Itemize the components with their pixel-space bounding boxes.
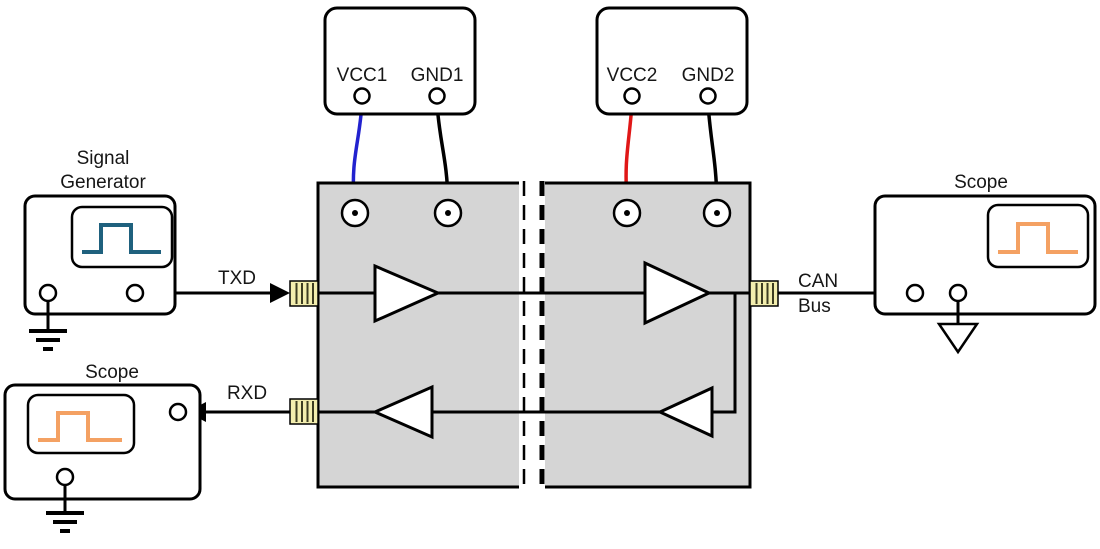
txd-net-label: TXD [218,268,256,289]
scope-right-gnd-terminal [948,283,968,303]
scope-right-ground-icon [936,301,980,355]
scope-right-label: Scope [954,172,1008,193]
rxd-connector [289,398,319,425]
can-bus-label-line2: Bus [798,296,831,317]
txd-buffer-left-icon [373,263,442,324]
txd-connector-stripes [295,283,314,304]
gnd2-terminal [699,87,717,105]
vcc2-terminal [623,87,641,105]
can-connector-stripes [755,283,774,304]
signal-generator-label-line1: Signal [77,148,130,169]
signal-generator-ground-icon [29,301,67,351]
vcc1-terminal [353,87,371,105]
signal-generator-output-terminal [125,283,145,303]
can-connector [749,280,779,307]
vcc2-label: VCC2 [607,65,658,86]
ground-triangle [936,322,980,355]
power-supply-1-box [323,6,477,116]
txd-arrowhead-icon [270,283,290,303]
scope-right-screen [986,203,1090,269]
scope-bottom-pulse-icon [38,411,122,442]
vcc1-jack [340,198,370,228]
signal-generator-screen [70,205,174,269]
gnd1-terminal [428,87,446,105]
signal-pulse-icon [82,223,161,254]
rxd-buffer-right-icon [656,385,714,439]
gnd2-jack-pin [714,210,720,216]
rxd-buffer-left-icon [371,384,434,440]
gnd1-label: GND1 [411,65,464,86]
scope-bottom: Scope [3,362,202,533]
scope-bottom-input-terminal [168,402,188,422]
gnd2-label: GND2 [682,65,735,86]
can-bus-label-line1: CAN [798,271,838,292]
dut-board [289,180,779,490]
can-driver-right-icon [643,260,713,326]
scope-bottom-label: Scope [85,362,139,383]
power-supply-2-box [595,6,749,116]
scope-bottom-screen [26,393,136,455]
signal-generator-gnd-terminal [38,283,58,303]
vcc2-jack [612,198,642,228]
rxd-connector-stripes [295,401,314,422]
scope-right-pulse-icon [998,222,1078,254]
rxd-net-label: RXD [227,383,267,404]
gnd2-jack [702,198,732,228]
power-supply-1: VCC1 GND1 [323,6,477,116]
vcc1-label: VCC1 [337,65,388,86]
gnd1-jack [433,198,463,228]
vcc2-jack-pin [624,210,630,216]
scope-right: Scope [873,172,1097,355]
gnd1-jack-pin [445,210,451,216]
power-supply-2: VCC2 GND2 [595,6,749,116]
txd-connector [289,280,319,307]
rxd-branch-trace [712,293,737,414]
vcc1-jack-pin [352,210,358,216]
signal-generator-label-line2: Generator [60,172,146,193]
scope-bottom-gnd-terminal [55,467,75,487]
signal-generator: Signal Generator [23,148,177,351]
scope-bottom-ground-icon [46,485,84,533]
scope-right-input-terminal [905,283,925,303]
